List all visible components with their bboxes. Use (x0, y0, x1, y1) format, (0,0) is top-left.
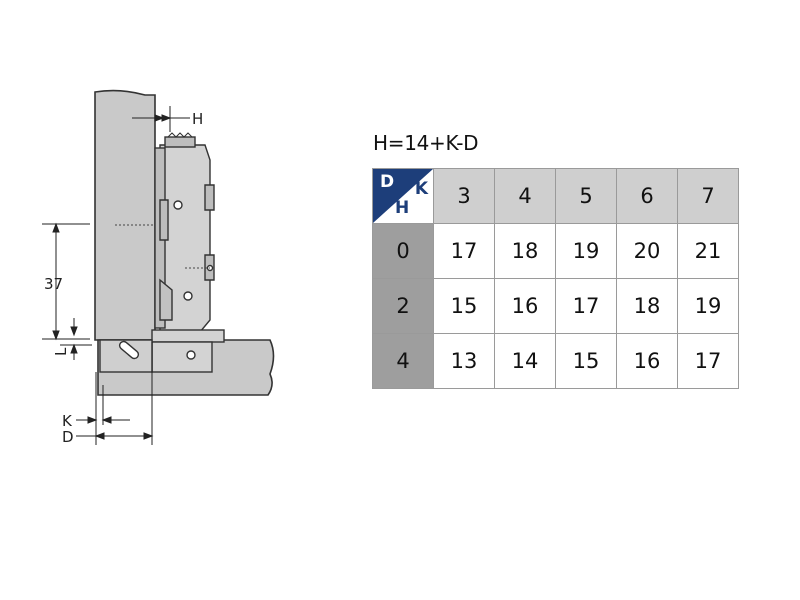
column-header: 4 (494, 168, 556, 224)
label-h: H (192, 110, 203, 128)
table-header-row: D K H 3 4 5 6 7 (372, 168, 739, 224)
dimension-k-d (76, 342, 154, 445)
table-cell: 16 (616, 333, 678, 389)
label-37: 37 (44, 275, 63, 293)
formula: H=14+K-D (373, 131, 479, 155)
corner-diagonal (373, 169, 433, 223)
label-l: L (52, 347, 70, 356)
table-cell: 19 (555, 223, 617, 279)
table-cell: 19 (677, 278, 739, 334)
label-k: K (62, 412, 73, 430)
table-cell: 20 (616, 223, 678, 279)
table-cell: 15 (433, 278, 495, 334)
table-cell: 17 (433, 223, 495, 279)
table-row: 0 17 18 19 20 21 (372, 223, 739, 279)
column-header: 3 (433, 168, 495, 224)
column-header: 5 (555, 168, 617, 224)
table-cell: 15 (555, 333, 617, 389)
overlay-table: D K H 3 4 5 6 7 0 17 18 19 20 21 2 15 16… (372, 168, 739, 389)
column-header: 7 (677, 168, 739, 224)
column-header: 6 (616, 168, 678, 224)
knurl (167, 132, 193, 138)
table-row: 4 13 14 15 16 17 (372, 333, 739, 389)
row-header: 2 (372, 278, 434, 334)
dimension-h (132, 106, 190, 132)
table-cell: 14 (494, 333, 556, 389)
table-cell: 21 (677, 223, 739, 279)
dimension-37 (42, 222, 90, 341)
table-cell: 13 (433, 333, 495, 389)
table-cell: 18 (616, 278, 678, 334)
corner-h: H (395, 198, 410, 218)
table-cell: 16 (494, 278, 556, 334)
corner-k: K (414, 179, 428, 199)
hinge-arm (154, 136, 215, 333)
label-d: D (62, 428, 74, 446)
table-cell: 17 (677, 333, 739, 389)
corner-d: D (380, 172, 395, 192)
row-header: 0 (372, 223, 434, 279)
table-row: 2 15 16 17 18 19 (372, 278, 739, 334)
table-corner: D K H (372, 168, 434, 224)
dimension-l (60, 318, 92, 360)
table-cell: 17 (555, 278, 617, 334)
table-cell: 18 (494, 223, 556, 279)
door-panel (94, 89, 156, 341)
row-header: 4 (372, 333, 434, 389)
